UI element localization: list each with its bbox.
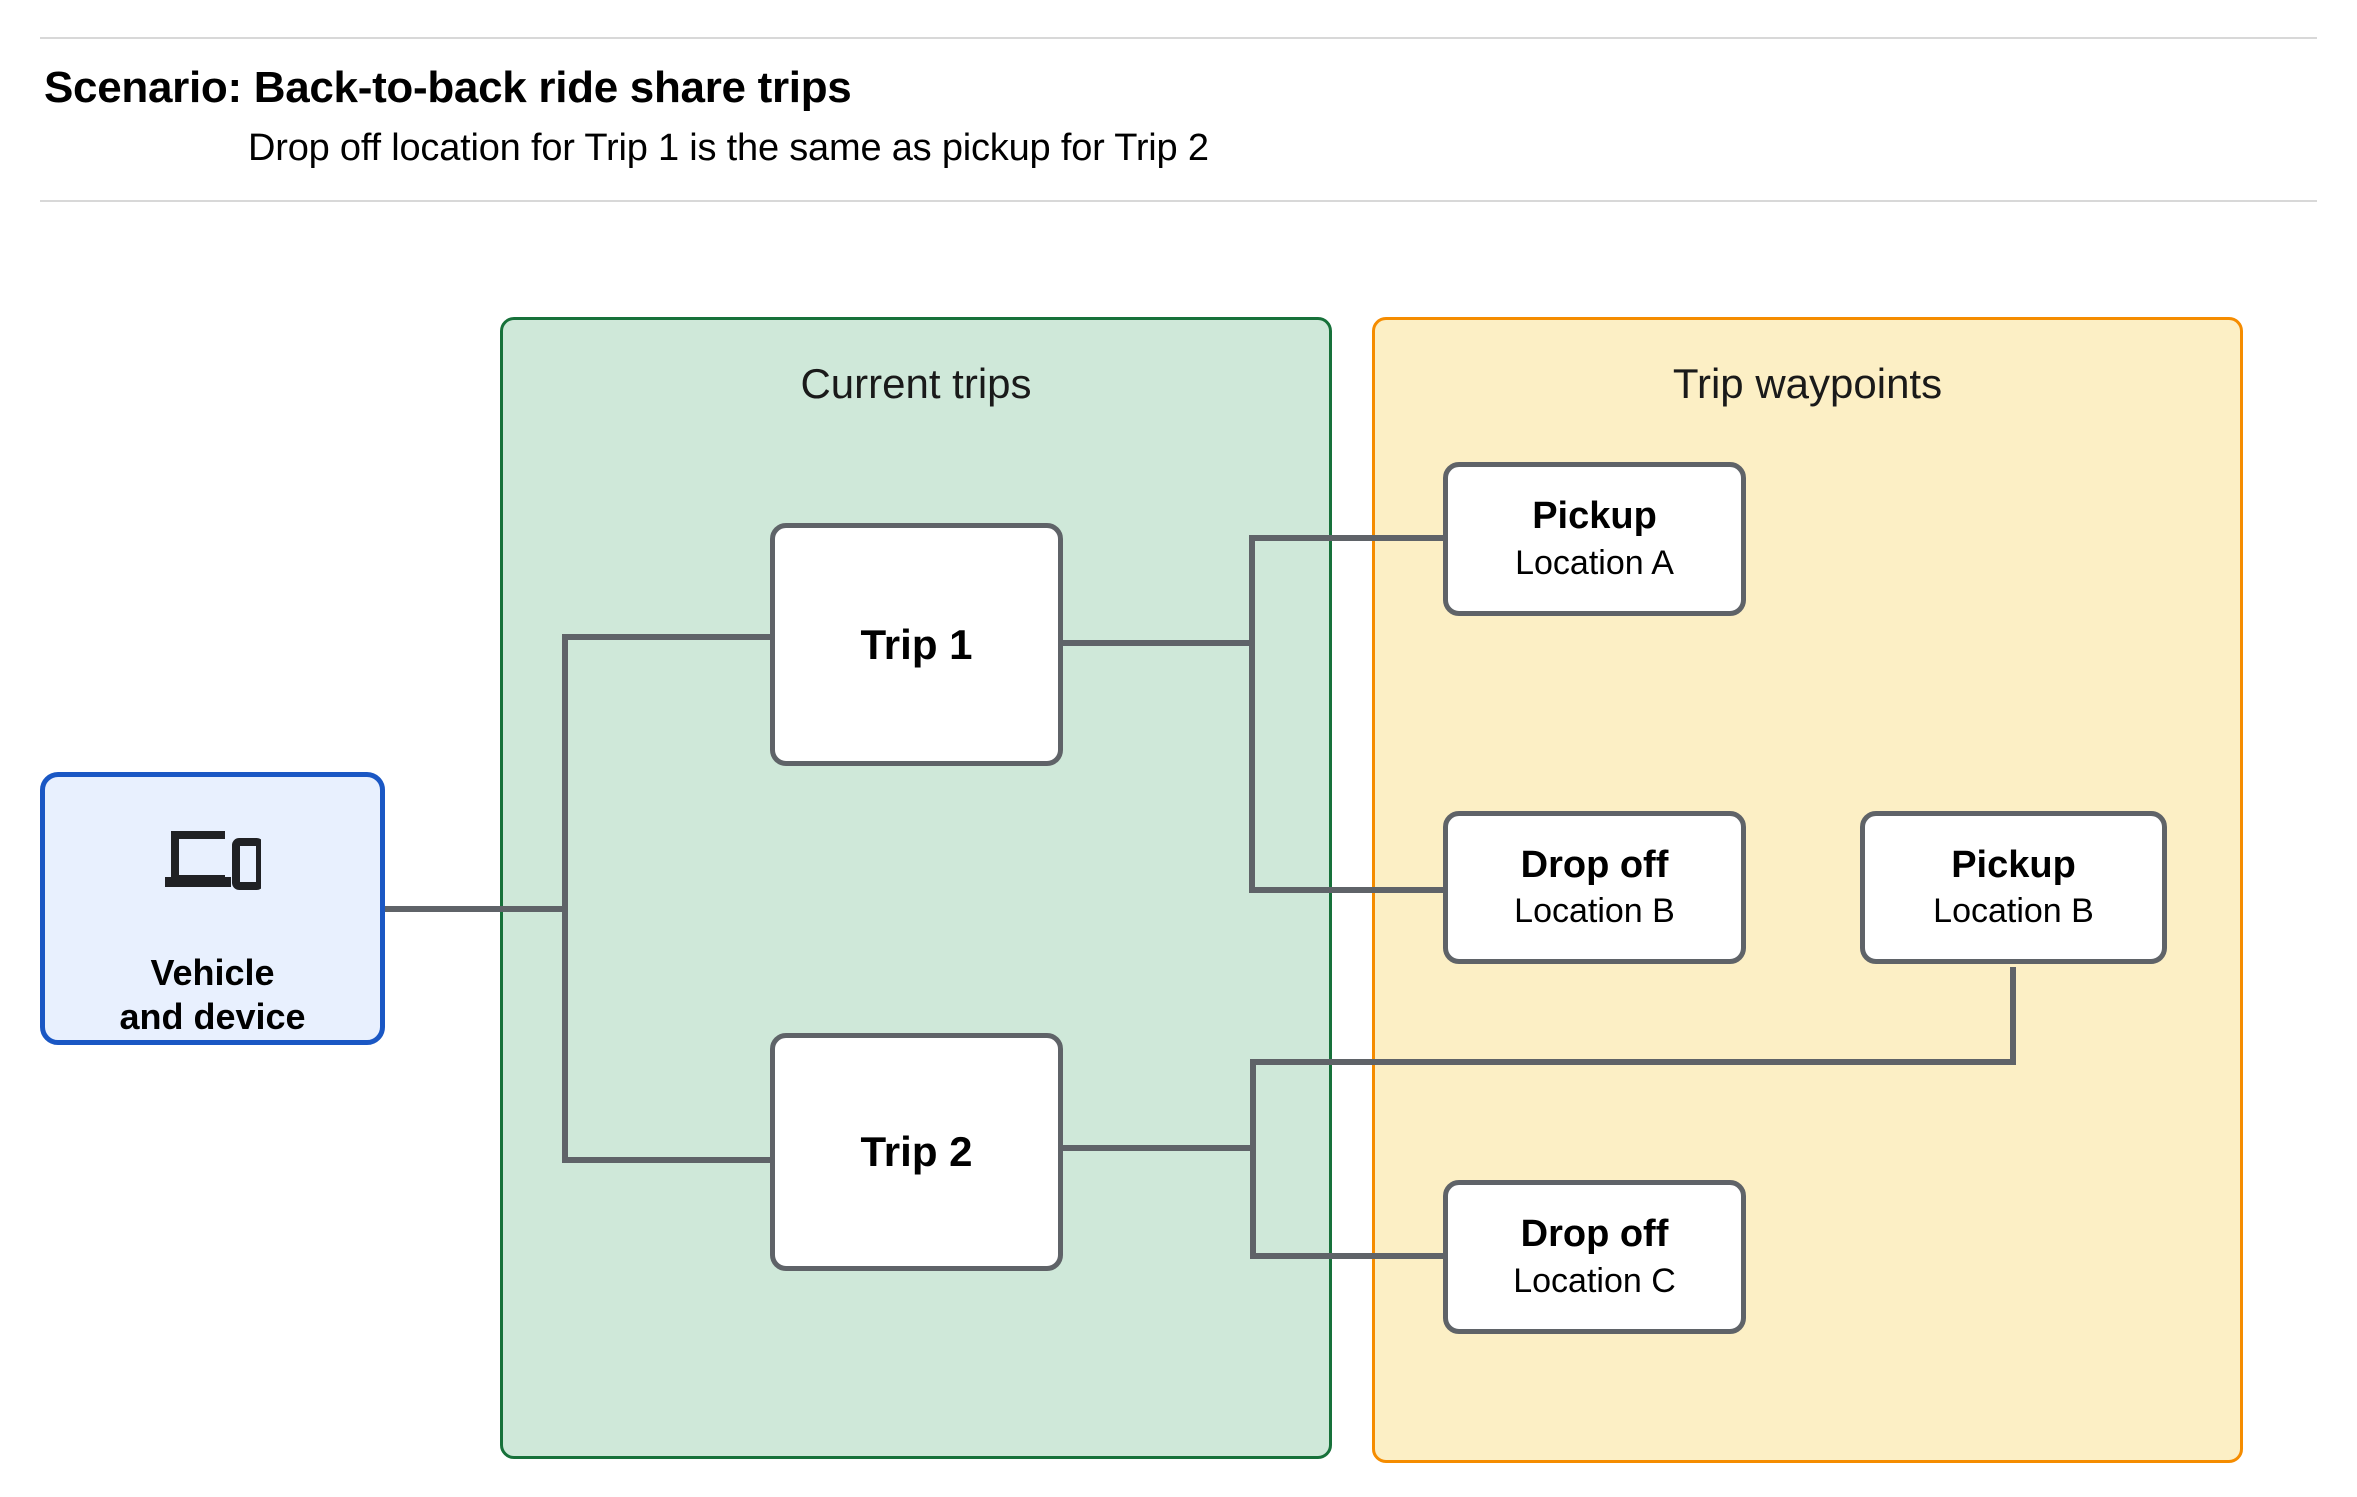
dropoff-b-subtitle: Location B bbox=[1514, 892, 1675, 931]
node-dropoff-location-b[interactable]: Drop off Location B bbox=[1443, 811, 1746, 964]
vehicle-label-line2: and device bbox=[119, 995, 306, 1037]
edge-trip1-dropoff-b bbox=[1249, 643, 1446, 893]
node-dropoff-location-c[interactable]: Drop off Location C bbox=[1443, 1180, 1746, 1334]
group-current-trips-title: Current trips bbox=[800, 360, 1032, 407]
dropoff-b-title: Drop off bbox=[1520, 843, 1669, 886]
vehicle-label-line1: Vehicle bbox=[150, 952, 275, 993]
header-divider-bottom bbox=[40, 200, 2317, 202]
edge-vehicle-trip1 bbox=[562, 634, 773, 909]
node-pickup-location-b[interactable]: Pickup Location B bbox=[1860, 811, 2167, 964]
edge-trip2-dropoff-c bbox=[1250, 1148, 1446, 1259]
node-trip-2[interactable]: Trip 2 bbox=[770, 1033, 1063, 1271]
trip-1-label: Trip 1 bbox=[860, 620, 973, 668]
node-pickup-location-a[interactable]: Pickup Location A bbox=[1443, 462, 1746, 616]
page-subtitle: Drop off location for Trip 1 is the same… bbox=[248, 127, 1209, 169]
edge-trip1-pickup-a bbox=[1249, 535, 1446, 643]
dropoff-c-subtitle: Location C bbox=[1513, 1261, 1676, 1300]
node-trip-1[interactable]: Trip 1 bbox=[770, 523, 1063, 766]
devices-icon bbox=[164, 825, 261, 897]
node-vehicle-and-device[interactable]: Vehicle and device bbox=[40, 772, 385, 1045]
pickup-b-title: Pickup bbox=[1951, 843, 2076, 886]
dropoff-c-title: Drop off bbox=[1520, 1213, 1669, 1256]
page-title: Scenario: Back-to-back ride share trips bbox=[44, 63, 852, 112]
edge-trip2-pickup-b bbox=[1250, 967, 2016, 1148]
pickup-a-subtitle: Location A bbox=[1515, 543, 1674, 582]
header-divider-top bbox=[40, 37, 2317, 39]
trip-2-label: Trip 2 bbox=[860, 1128, 973, 1175]
group-trip-waypoints-title: Trip waypoints bbox=[1672, 360, 1943, 407]
pickup-b-subtitle: Location B bbox=[1933, 892, 2094, 931]
edge-vehicle-trip2 bbox=[562, 909, 773, 1163]
pickup-a-title: Pickup bbox=[1532, 495, 1657, 538]
